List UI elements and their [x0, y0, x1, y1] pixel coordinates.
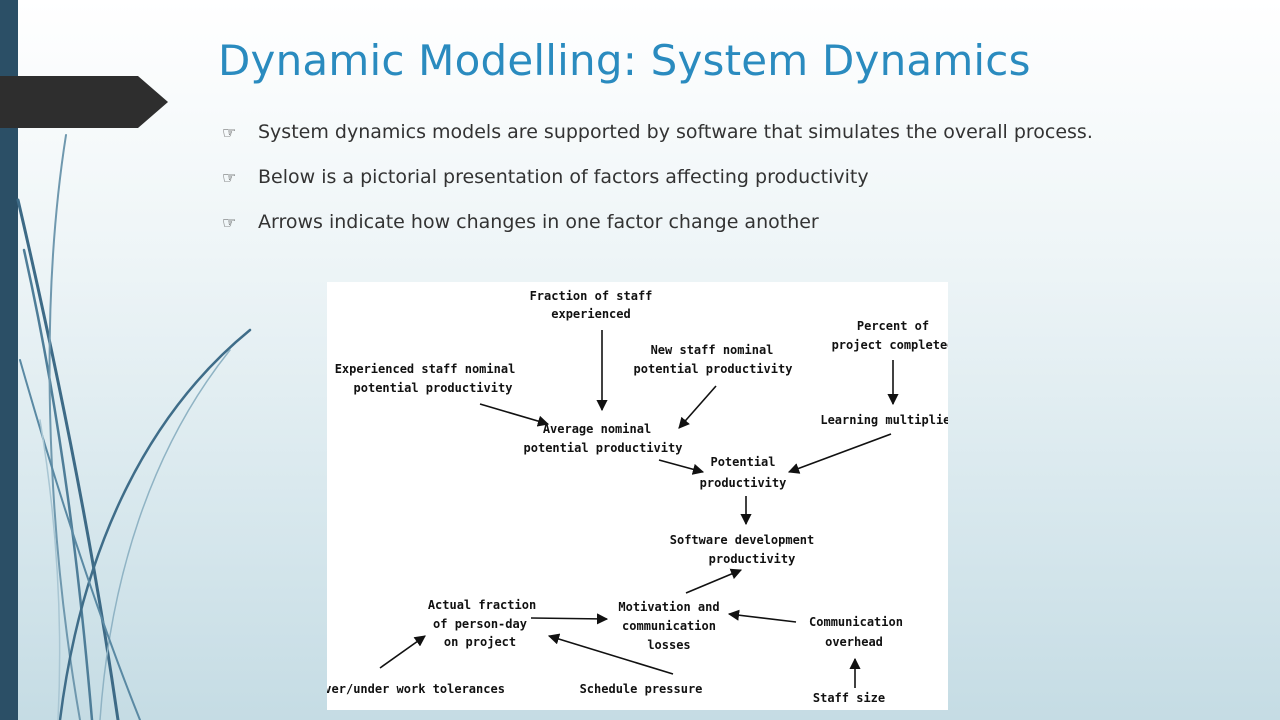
arrow [727, 609, 797, 623]
node-experienced-staff: Experienced staff nominal potential prod… [335, 362, 516, 395]
node-label-line: overhead [825, 635, 883, 649]
node-label-line: Learning multiplier [820, 413, 948, 427]
bullet-item: ☞ Below is a pictorial presentation of f… [222, 165, 1102, 189]
node-label-line: Average nominal [543, 422, 651, 436]
node-label-line: Percent of [857, 319, 929, 333]
node-schedule-pressure: Schedule pressure [580, 682, 703, 696]
node-label-line: Actual fraction [428, 598, 536, 612]
bullet-text: System dynamics models are supported by … [258, 121, 1093, 143]
bullet-text: Arrows indicate how changes in one facto… [258, 211, 819, 233]
node-label-line: Fraction of staff [530, 289, 653, 303]
arrow [479, 403, 550, 427]
arrow [658, 459, 705, 475]
bullet-list: ☞ System dynamics models are supported b… [222, 120, 1102, 255]
node-label-line: productivity [700, 476, 787, 490]
node-potential-productivity: Potential productivity [700, 455, 787, 490]
node-motivation: Motivation and communication losses [618, 600, 719, 652]
pointing-hand-icon: ☞ [222, 123, 237, 142]
node-average-nominal: Average nominal potential productivity [524, 422, 683, 455]
pointing-hand-icon: ☞ [222, 213, 237, 232]
node-label-line: Schedule pressure [580, 682, 703, 696]
slide-title: Dynamic Modelling: System Dynamics [218, 36, 1031, 85]
decorative-swooshes [16, 134, 252, 720]
bullet-item: ☞ Arrows indicate how changes in one fac… [222, 210, 1102, 234]
node-new-staff: New staff nominal potential productivity [634, 343, 793, 376]
node-label-line: Experienced staff nominal [335, 362, 516, 376]
node-label-line: potential productivity [524, 441, 683, 455]
arrow [685, 568, 743, 594]
arrow [530, 613, 609, 625]
node-label-line: experienced [551, 307, 630, 321]
bullet-item: ☞ System dynamics models are supported b… [222, 120, 1102, 144]
node-label-line: of person-day [433, 617, 527, 631]
node-label-line: New staff nominal [651, 343, 774, 357]
node-label-line: Communication [809, 615, 903, 629]
node-label-line: potential productivity [354, 381, 513, 395]
node-label-line: communication [622, 619, 716, 633]
arrow [678, 385, 717, 429]
node-over-under: Over/under work tolerances [317, 682, 505, 696]
pointing-hand-icon: ☞ [222, 168, 237, 187]
node-label-line: project completed [832, 338, 948, 352]
node-communication-overhead: Communication overhead [809, 615, 903, 649]
productivity-factors-diagram: Fraction of staff experienced Experience… [317, 282, 958, 710]
node-staff-size: Staff size [813, 691, 885, 705]
node-label-line: losses [647, 638, 690, 652]
title-tab-shape [0, 76, 168, 128]
node-label-line: Motivation and [618, 600, 719, 614]
node-label-line: on project [444, 635, 516, 649]
node-label-line: Software development [670, 533, 815, 547]
arrow [547, 633, 674, 675]
arrow [787, 433, 892, 474]
node-label-line: potential productivity [634, 362, 793, 376]
node-percent-completed: Percent of project completed [832, 319, 955, 352]
node-label-line: Potential [710, 455, 775, 469]
bullet-text: Below is a pictorial presentation of fac… [258, 166, 869, 188]
node-label-line: productivity [709, 552, 796, 566]
arrow [379, 635, 426, 669]
node-software-dev: Software development productivity [670, 533, 815, 566]
node-actual-fraction: Actual fraction of person-day on project [428, 598, 536, 649]
node-learning-multiplier: Learning multiplier [820, 413, 957, 427]
node-label-line: Staff size [813, 691, 885, 705]
node-fraction-staff: Fraction of staff experienced [530, 289, 653, 321]
node-label-line: Over/under work tolerances [327, 682, 505, 696]
left-accent-bar [0, 0, 18, 720]
